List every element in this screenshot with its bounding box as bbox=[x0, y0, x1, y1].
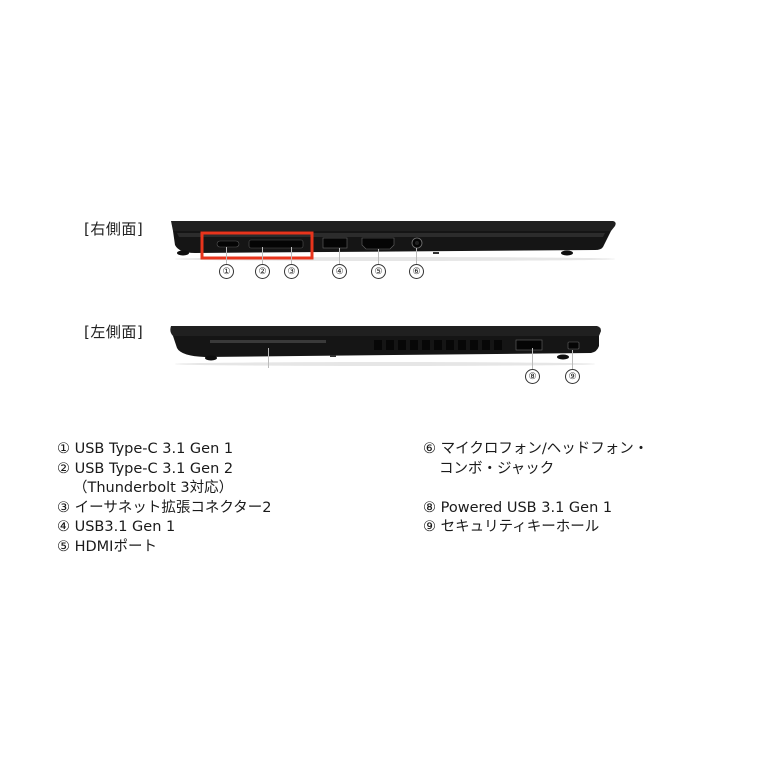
legend-item-usb-c-gen2: ② USB Type-C 3.1 Gen 2 bbox=[57, 460, 234, 477]
legend-item-powered-usb: ⑧ Powered USB 3.1 Gen 1 bbox=[423, 499, 613, 516]
legend-item-security-keyhole: ⑨ セキュリティキーホール bbox=[423, 519, 600, 535]
highlight-box bbox=[200, 231, 314, 260]
callout-1: ① bbox=[219, 264, 234, 279]
legend-item-ethernet-connector: ③ イーサネット拡張コネクター2 bbox=[57, 499, 272, 516]
legend-item-hdmi: ⑤ HDMIポート bbox=[57, 538, 157, 555]
callout-4: ④ bbox=[332, 264, 347, 279]
legend-right: ⑥ マイクロフォン/ヘッドフォン・ コンボ・ジャック ⑧ Powered USB… bbox=[423, 440, 648, 538]
left-side-label: [左側面] bbox=[84, 323, 144, 341]
legend-item-audio-jack: ⑥ マイクロフォン/ヘッドフォン・ bbox=[423, 441, 649, 457]
legend-left: ① USB Type-C 3.1 Gen 1 ② USB Type-C 3.1 … bbox=[57, 440, 271, 557]
callout-6: ⑥ bbox=[409, 264, 424, 279]
callout-9: ⑨ bbox=[565, 369, 580, 384]
callout-8: ⑧ bbox=[525, 369, 540, 384]
laptop-right-side-image bbox=[171, 221, 616, 261]
laptop-left-side-image bbox=[170, 326, 602, 366]
callout-5: ⑤ bbox=[371, 264, 386, 279]
legend-item-audio-jack-cont: コンボ・ジャック bbox=[439, 460, 555, 477]
legend-item-usb31-gen1: ④ USB3.1 Gen 1 bbox=[57, 519, 176, 535]
legend-item-usb-c-gen1: ① USB Type-C 3.1 Gen 1 bbox=[57, 441, 234, 457]
callout-3: ③ bbox=[284, 264, 299, 279]
right-side-label: [右側面] bbox=[84, 220, 144, 238]
callout-2: ② bbox=[255, 264, 270, 279]
legend-item-thunderbolt-note: （Thunderbolt 3対応） bbox=[73, 480, 234, 496]
